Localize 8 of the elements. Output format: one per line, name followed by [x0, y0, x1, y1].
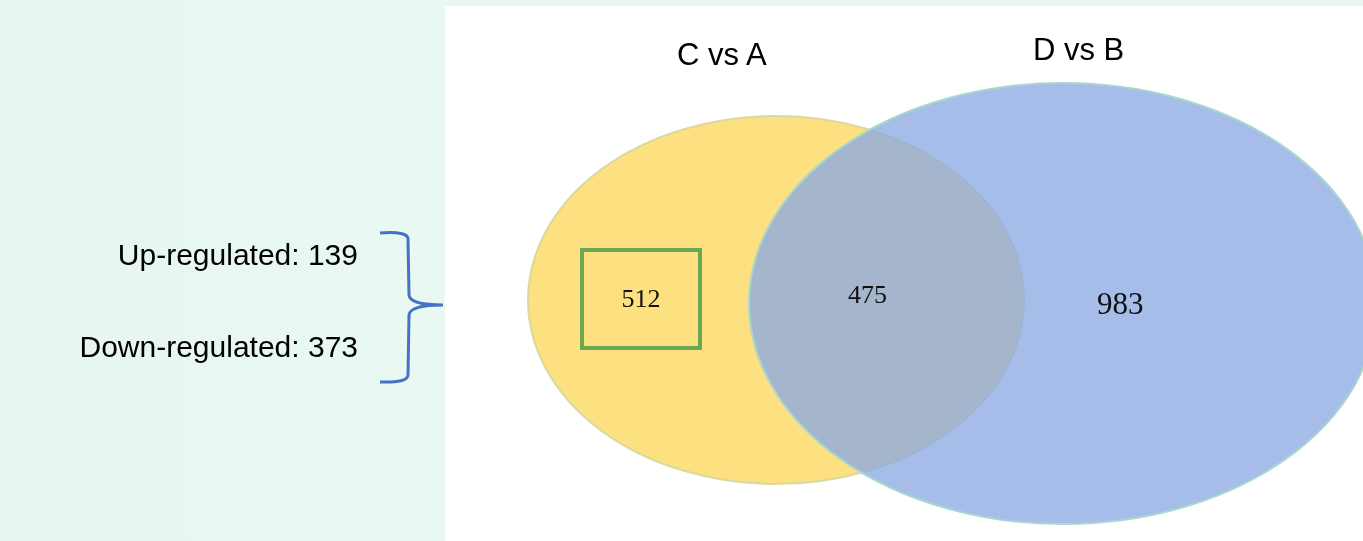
set-title: C vs A — [677, 37, 767, 73]
count-note: Up-regulated: 139 — [117, 238, 358, 272]
count-label: 983 — [1097, 286, 1144, 322]
set-title: D vs B — [1033, 32, 1125, 68]
highlight-box — [580, 248, 702, 350]
count-label: 475 — [848, 280, 887, 310]
count-label: 512 — [621, 284, 661, 314]
count-note: Down-regulated: 373 — [79, 330, 358, 364]
